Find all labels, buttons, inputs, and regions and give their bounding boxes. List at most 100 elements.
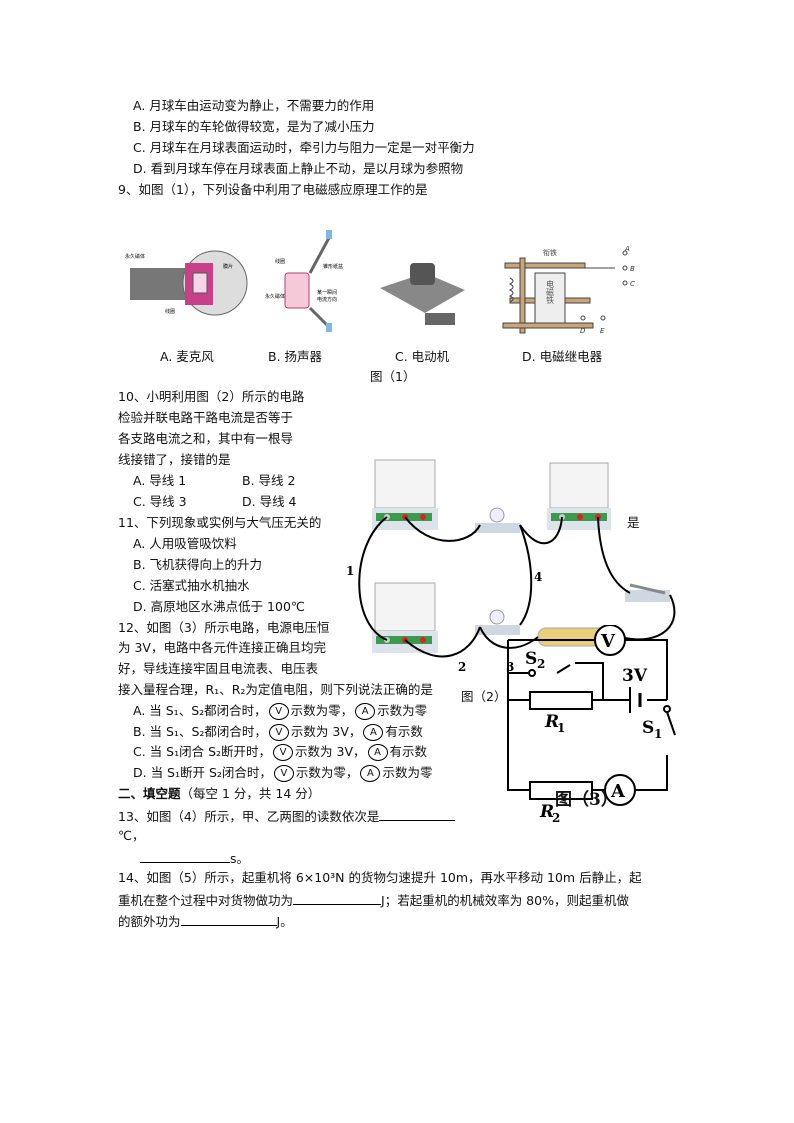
figure-2-circuit-photo: 1 2 3 4 bbox=[346, 459, 676, 674]
wire-label-3: 3 bbox=[506, 660, 514, 674]
svg-text:R: R bbox=[544, 712, 559, 732]
svg-text:B: B bbox=[630, 265, 635, 273]
relay-label-electromagnet: 电磁铁 bbox=[546, 279, 555, 305]
q9-option-b: B. 扬声器 bbox=[268, 349, 323, 364]
svg-text:V: V bbox=[600, 631, 616, 652]
q12-stem-line: 好，导线连接牢固且电流表、电压表 bbox=[118, 661, 319, 676]
switch bbox=[625, 583, 670, 602]
bulb-top bbox=[475, 507, 520, 533]
q8-option-c: C. 月球车在月球表面运动时，牵引力与阻力一定是一对平衡力 bbox=[133, 140, 475, 155]
q8-option-d: D. 看到月球车停在月球表面上静止不动，是以月球为参照物 bbox=[133, 161, 464, 176]
svg-text:线圈: 线圈 bbox=[165, 308, 175, 315]
q14-answer-blank-1[interactable] bbox=[293, 891, 382, 905]
svg-text:线圈: 线圈 bbox=[275, 258, 285, 265]
q13-stem: 13、如图（4）所示，甲、乙两图的读数依次是 bbox=[118, 807, 456, 825]
ammeter-top-right bbox=[547, 462, 611, 530]
ammeter bbox=[604, 774, 636, 806]
q9-option-a: A. 麦克风 bbox=[160, 349, 214, 364]
q10-stem-line: 检验并联电路干路电流是否等于 bbox=[118, 410, 294, 425]
svg-text:永久磁体: 永久磁体 bbox=[265, 293, 285, 300]
svg-text:1: 1 bbox=[654, 727, 662, 741]
q10-stem-line: 10、小明利用图（2）所示的电路 bbox=[118, 389, 305, 404]
q10-option-a: A. 导线 1 bbox=[133, 473, 187, 488]
svg-text:2: 2 bbox=[552, 811, 560, 825]
resistor-r1 bbox=[529, 691, 593, 710]
svg-text:永久磁体: 永久磁体 bbox=[125, 253, 145, 260]
q14-line-1: 14、如图（5）所示，起重机将 6×10³N 的货物匀速提升 10m，再水平移动… bbox=[118, 870, 642, 885]
q8-option-b: B. 月球车的车轮做得较宽，是为了减小压力 bbox=[133, 119, 375, 134]
voltmeter-symbol: V bbox=[273, 765, 294, 782]
q13-line-3: s。 bbox=[140, 849, 249, 867]
q12-stem-line: 为 3V，电路中各元件连接正确且均完 bbox=[118, 640, 326, 655]
motor-photo bbox=[380, 263, 465, 325]
relay-illustration: A B C D E 衔铁 电磁铁 bbox=[502, 245, 635, 335]
ammeter-symbol: A bbox=[363, 724, 384, 741]
q11-option-a: A. 人用吸管吸饮料 bbox=[133, 536, 237, 551]
section-2-heading: 二、填空题（每空 1 分，共 14 分） bbox=[118, 786, 321, 801]
q13-answer-blank-2[interactable] bbox=[140, 849, 230, 863]
ammeter-symbol: A bbox=[360, 765, 381, 782]
q13-unit-1: ℃， bbox=[118, 828, 145, 843]
q10-stem-line: 线接错了，接错的是 bbox=[118, 452, 231, 467]
q12-stem-line: 12、如图（3）所示电路，电源电压恒 bbox=[118, 620, 330, 635]
figure-2-caption: 图（2） bbox=[461, 689, 507, 705]
ammeter-symbol: A bbox=[367, 744, 388, 761]
ammeter-top-left bbox=[372, 459, 438, 530]
svg-text:1: 1 bbox=[557, 721, 565, 735]
q9-option-c: C. 电动机 bbox=[395, 349, 450, 364]
svg-text:锥形纸盆: 锥形纸盆 bbox=[323, 263, 343, 270]
wire-label-1: 1 bbox=[346, 564, 354, 578]
svg-text:C: C bbox=[630, 280, 635, 288]
q8-option-a: A. 月球车由运动变为静止，不需要力的作用 bbox=[133, 98, 375, 113]
resistor-r2 bbox=[529, 781, 593, 800]
svg-text:S: S bbox=[642, 718, 654, 738]
svg-text:D: D bbox=[580, 327, 586, 335]
q9-stem: 9、如图（1），下列设备中利用了电磁感应原理工作的是 bbox=[118, 182, 428, 197]
figure-1-caption: 图（1） bbox=[370, 369, 416, 384]
svg-text:3V: 3V bbox=[622, 666, 648, 686]
q11-option-d: D. 高原地区水沸点低于 100℃ bbox=[133, 599, 305, 614]
voltmeter-symbol: V bbox=[268, 724, 289, 741]
q10-option-d: D. 导线 4 bbox=[242, 494, 297, 509]
svg-text:E: E bbox=[600, 327, 605, 335]
ammeter-symbol: A bbox=[355, 703, 376, 720]
wire-label-4: 4 bbox=[534, 570, 542, 584]
speaker-label-moment: 某一瞬间 bbox=[317, 289, 337, 296]
wire-label-2: 2 bbox=[458, 660, 466, 674]
q11-stem: 11、下列现象或实例与大气压无关的 bbox=[118, 515, 322, 530]
svg-text:2: 2 bbox=[537, 657, 545, 671]
q11-option-c: C. 活塞式抽水机抽水 bbox=[133, 578, 250, 593]
q9-option-d: D. 电磁继电器 bbox=[522, 349, 603, 364]
q10-option-b: B. 导线 2 bbox=[242, 473, 296, 488]
svg-text:A: A bbox=[610, 781, 626, 802]
svg-text:膜片: 膜片 bbox=[223, 263, 233, 270]
q12-stem-line: 接入量程合理，R₁、R₂为定值电阻，则下列说法正确的是 bbox=[118, 682, 433, 697]
svg-text:A: A bbox=[624, 245, 630, 253]
q11-option-b: B. 飞机获得向上的升力 bbox=[133, 557, 263, 572]
q13-answer-blank-1[interactable] bbox=[379, 807, 456, 821]
bulb-bottom bbox=[475, 609, 520, 635]
q10-option-c: C. 导线 3 bbox=[133, 494, 187, 509]
ammeter-bottom-left bbox=[372, 582, 438, 653]
svg-text:S: S bbox=[525, 649, 537, 669]
q10-stem-line: 各支路电流之和，其中有一根导 bbox=[118, 431, 294, 446]
svg-text:衔铁: 衔铁 bbox=[543, 248, 557, 257]
voltmeter-symbol: V bbox=[268, 703, 289, 720]
figure-3-caption: 图（3） bbox=[555, 790, 618, 810]
q14-answer-blank-2[interactable] bbox=[180, 912, 277, 926]
q11-stem-tail: 是 bbox=[627, 515, 640, 530]
voltmeter-symbol: V bbox=[273, 744, 294, 761]
svg-text:R: R bbox=[539, 802, 554, 822]
speaker-label-current-direction: 电流方向 bbox=[317, 296, 337, 303]
